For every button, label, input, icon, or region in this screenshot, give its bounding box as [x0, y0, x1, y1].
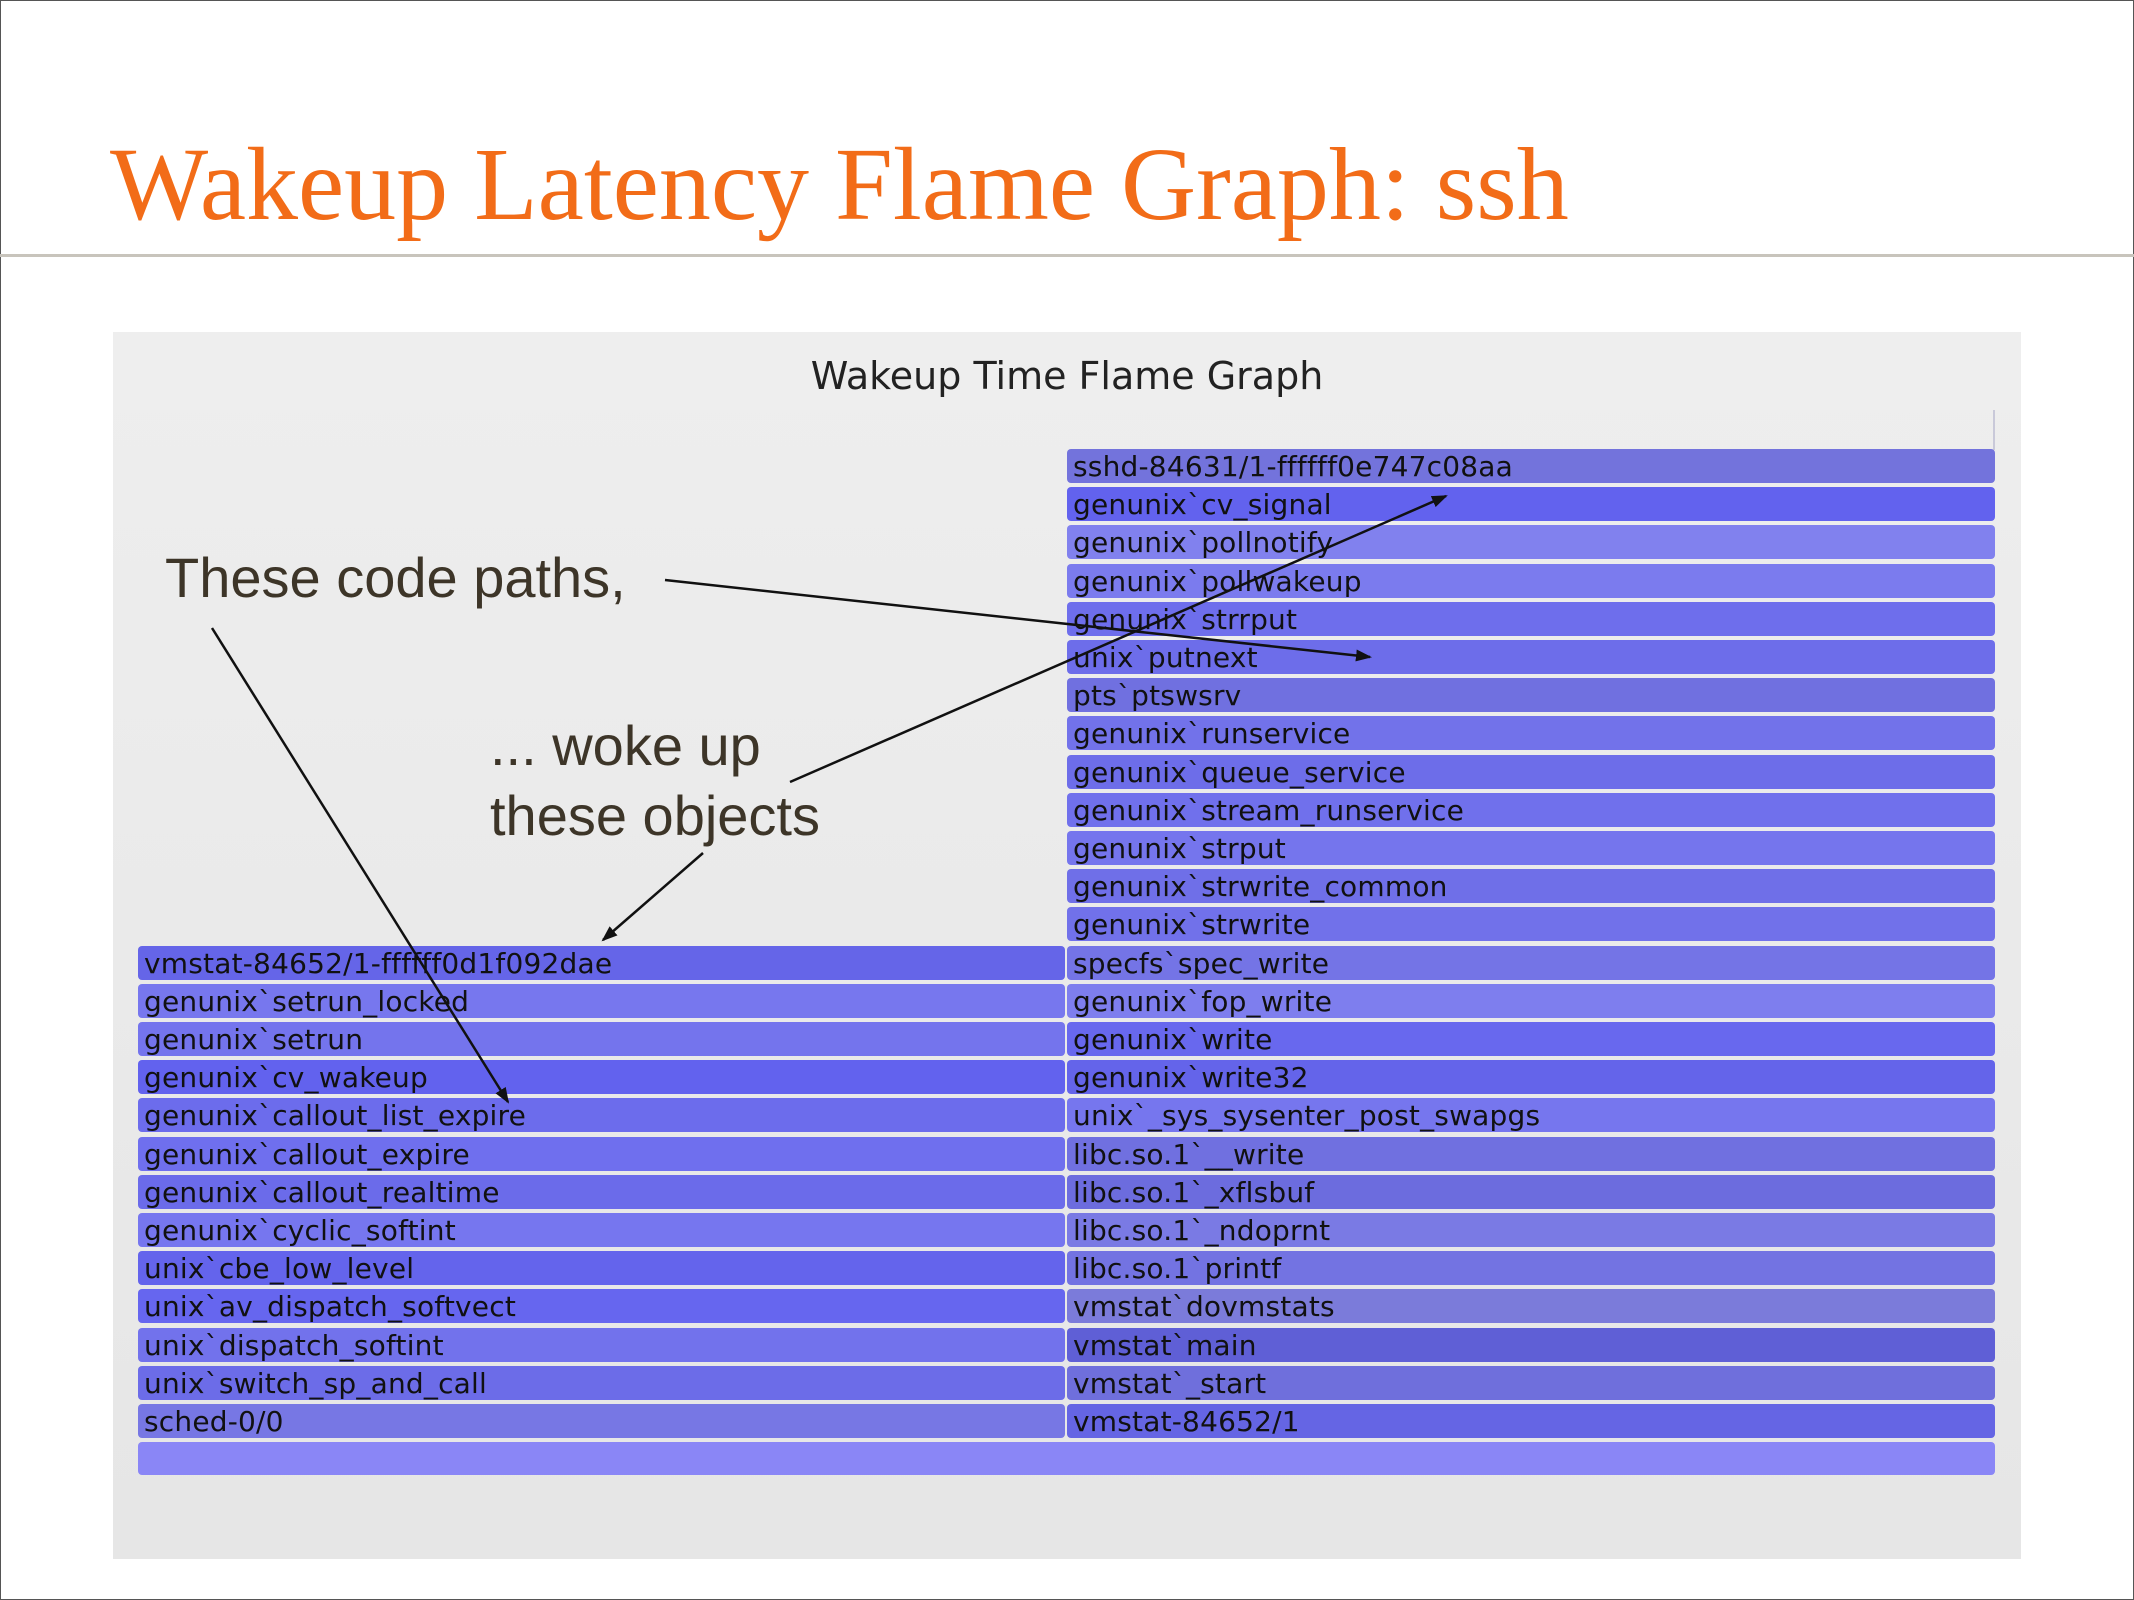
flame-frame-label: pts`ptswsrv [1073, 679, 1242, 712]
flame-frame-label: libc.so.1`_xflsbuf [1073, 1176, 1315, 1209]
flame-frame[interactable]: genunix`pollnotify [1067, 525, 1995, 559]
flame-frame-label: sched-0/0 [144, 1405, 284, 1438]
flame-frame-label: genunix`strput [1073, 832, 1286, 865]
flame-frame[interactable]: genunix`write [1067, 1022, 1995, 1056]
flame-frame-label: genunix`cv_signal [1073, 488, 1332, 521]
flame-frame-label: libc.so.1`__write [1073, 1138, 1305, 1171]
arrow-code-paths-to-callout [210, 627, 510, 1104]
flame-frame[interactable]: unix`av_dispatch_softvect [138, 1289, 1065, 1323]
flame-frame[interactable]: genunix`cv_signal [1067, 487, 1995, 521]
title-divider [0, 254, 2134, 257]
flame-graph-edge-marker [1993, 410, 1995, 450]
flame-frame[interactable]: genunix`callout_expire [138, 1137, 1065, 1171]
flame-frame[interactable]: unix`putnext [1067, 640, 1995, 674]
flame-frame[interactable]: libc.so.1`printf [1067, 1251, 1995, 1285]
flame-frame-label: genunix`queue_service [1073, 756, 1406, 789]
flame-frame-label: unix`av_dispatch_softvect [144, 1290, 516, 1323]
flame-frame-label: unix`switch_sp_and_call [144, 1367, 487, 1400]
flame-frame-label: genunix`setrun [144, 1023, 364, 1056]
arrow-objects-to-vmstat [601, 852, 704, 942]
flame-frame[interactable]: vmstat-84652/1 [1067, 1404, 1995, 1438]
flame-frame[interactable]: libc.so.1`_ndoprnt [1067, 1213, 1995, 1247]
flame-frame-label: genunix`cyclic_softint [144, 1214, 456, 1247]
flame-frame-label: unix`dispatch_softint [144, 1329, 444, 1362]
flame-graph-title: Wakeup Time Flame Graph [810, 354, 1324, 398]
flame-frame[interactable]: vmstat`main [1067, 1328, 1995, 1362]
flame-frame[interactable]: vmstat`dovmstats [1067, 1289, 1995, 1323]
flame-frame-label: vmstat`_start [1073, 1367, 1267, 1400]
flame-frame[interactable]: genunix`strput [1067, 831, 1995, 865]
flame-frame-label: genunix`pollnotify [1073, 526, 1334, 559]
flame-frame[interactable]: genunix`write32 [1067, 1060, 1995, 1094]
flame-frame[interactable]: genunix`setrun_locked [138, 984, 1065, 1018]
flame-frame[interactable]: sshd-84631/1-ffffff0e747c08aa [1067, 449, 1995, 483]
flame-frame-label: vmstat-84652/1-ffffff0d1f092dae [144, 947, 613, 980]
flame-frame-label: genunix`strwrite [1073, 908, 1311, 941]
flame-frame[interactable]: genunix`strwrite_common [1067, 869, 1995, 903]
flame-frame-label: vmstat`dovmstats [1073, 1290, 1335, 1323]
flame-frame-label: vmstat-84652/1 [1073, 1405, 1300, 1438]
flame-frame[interactable]: genunix`pollwakeup [1067, 564, 1995, 598]
flame-frame-label: genunix`callout_list_expire [144, 1099, 527, 1132]
flame-frame-label: genunix`stream_runservice [1073, 794, 1465, 827]
flame-frame-label: sshd-84631/1-ffffff0e747c08aa [1073, 450, 1513, 483]
flame-frame[interactable]: genunix`cv_wakeup [138, 1060, 1065, 1094]
flame-frame[interactable]: genunix`strwrite [1067, 907, 1995, 941]
flame-frame[interactable]: unix`dispatch_softint [138, 1328, 1065, 1362]
flame-frame-label: genunix`write32 [1073, 1061, 1309, 1094]
flame-frame[interactable]: unix`_sys_sysenter_post_swapgs [1067, 1098, 1995, 1132]
flame-frame-label: genunix`fop_write [1073, 985, 1333, 1018]
flame-frame-label: genunix`cv_wakeup [144, 1061, 428, 1094]
flame-frame-label: libc.so.1`_ndoprnt [1073, 1214, 1331, 1247]
flame-frame-label: specfs`spec_write [1073, 947, 1330, 980]
flame-frame[interactable]: genunix`runservice [1067, 716, 1995, 750]
flame-frame[interactable]: genunix`setrun [138, 1022, 1065, 1056]
flame-frame[interactable]: genunix`queue_service [1067, 755, 1995, 789]
flame-frame-label: unix`cbe_low_level [144, 1252, 415, 1285]
flame-frame[interactable]: pts`ptswsrv [1067, 678, 1995, 712]
flame-frame[interactable]: unix`switch_sp_and_call [138, 1366, 1065, 1400]
flame-frame-label: genunix`callout_realtime [144, 1176, 500, 1209]
arrow-code-paths-to-putnext [664, 578, 1372, 662]
flame-frame[interactable]: sched-0/0 [138, 1404, 1065, 1438]
flame-frame[interactable]: libc.so.1`_xflsbuf [1067, 1175, 1995, 1209]
flame-frame[interactable]: genunix`cyclic_softint [138, 1213, 1065, 1247]
flame-frame-label: genunix`write [1073, 1023, 1273, 1056]
flame-frame[interactable]: genunix`callout_list_expire [138, 1098, 1065, 1132]
annotation-code-paths: These code paths, [165, 546, 626, 609]
flame-frame-label: genunix`callout_expire [144, 1138, 470, 1171]
flame-frame[interactable]: genunix`callout_realtime [138, 1175, 1065, 1209]
flame-frame[interactable]: genunix`stream_runservice [1067, 793, 1995, 827]
arrow-woke-up-to-cv-signal [789, 494, 1448, 784]
flame-frame-label: vmstat`main [1073, 1329, 1257, 1362]
slide-title: Wakeup Latency Flame Graph: ssh [110, 127, 1569, 242]
flame-frame-label: genunix`pollwakeup [1073, 565, 1362, 598]
flame-frame-label: libc.so.1`printf [1073, 1252, 1282, 1285]
flame-frame-label: genunix`strwrite_common [1073, 870, 1448, 903]
flame-frame[interactable]: libc.so.1`__write [1067, 1137, 1995, 1171]
flame-frame-label: genunix`runservice [1073, 717, 1351, 750]
annotation-woke-up-line1: ... woke up [490, 714, 761, 777]
annotation-woke-up-line2: these objects [490, 784, 820, 847]
root-frame[interactable] [138, 1442, 1995, 1475]
flame-frame[interactable]: vmstat-84652/1-ffffff0d1f092dae [138, 946, 1065, 980]
flame-frame-label: genunix`setrun_locked [144, 985, 470, 1018]
flame-frame[interactable]: unix`cbe_low_level [138, 1251, 1065, 1285]
flame-frame[interactable]: specfs`spec_write [1067, 946, 1995, 980]
flame-frame-label: unix`_sys_sysenter_post_swapgs [1073, 1099, 1541, 1132]
flame-frame[interactable]: genunix`fop_write [1067, 984, 1995, 1018]
flame-frame[interactable]: vmstat`_start [1067, 1366, 1995, 1400]
